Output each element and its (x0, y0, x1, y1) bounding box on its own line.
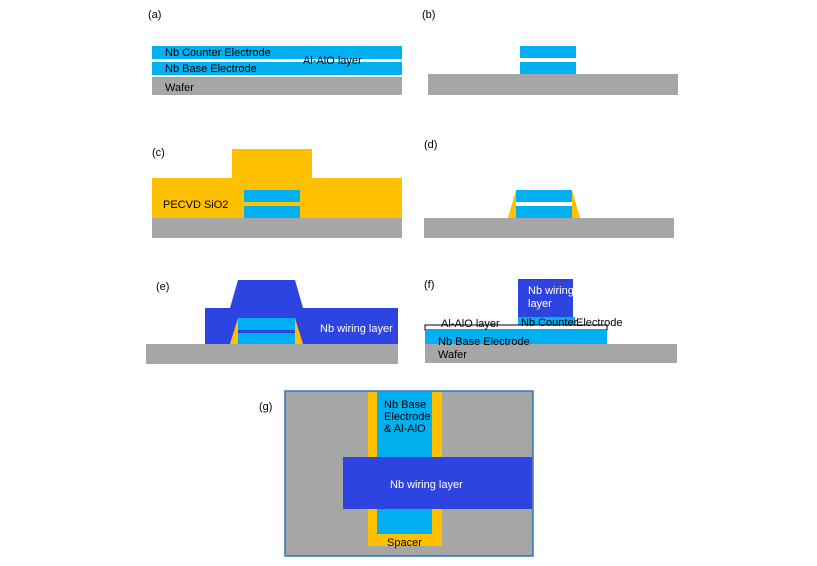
base-electrode-layer (152, 62, 402, 75)
sio2-label: PECVD SiO2 (163, 199, 228, 211)
counter-electrode-label-part2: Electrode (576, 317, 622, 329)
base-electrode-mesa (520, 62, 576, 74)
base-label-line3: & Al-AlO (384, 423, 426, 435)
counter-electrode-mesa (516, 190, 572, 202)
panel-d: (d) (424, 139, 674, 238)
wafer-layer (152, 218, 402, 238)
wafer-layer (425, 344, 677, 363)
wiring-strip (343, 457, 532, 509)
panel-f: (f) Nb wiring layer Nb Counter Electrode… (424, 279, 677, 363)
wafer-label: Wafer (165, 82, 194, 94)
base-electrode-mesa (238, 333, 295, 344)
counter-electrode-layer (152, 46, 402, 59)
panel-b: (b) (422, 9, 678, 95)
base-label-line1: Nb Base (384, 399, 426, 411)
base-label-line2: Electrode (384, 411, 430, 423)
base-electrode-label: Nb Base Electrode (438, 336, 530, 348)
counter-electrode-mesa (244, 190, 300, 202)
counter-electrode-label-part1: Nb Counter (521, 317, 578, 329)
panel-b-label: (b) (422, 9, 435, 21)
panel-d-label: (d) (424, 139, 437, 151)
wafer-layer (424, 218, 674, 238)
wafer-layer (428, 74, 678, 95)
base-electrode-mesa (516, 206, 572, 218)
base-electrode-label: Nb Base Electrode (165, 63, 257, 75)
base-electrode-layer (425, 330, 607, 344)
left-spacer (508, 190, 516, 218)
left-spacer (230, 318, 238, 344)
panel-c-label: (c) (152, 147, 165, 159)
sio2-layer (152, 149, 402, 218)
wafer-layer (146, 344, 398, 364)
oxide-layer-label: Al-AlO layer (441, 318, 500, 330)
panel-g: (g) Nb Base Electrode & Al-AlO Nb wiring… (259, 390, 534, 557)
panel-g-label: (g) (259, 401, 272, 413)
panel-e-label: (e) (156, 281, 169, 293)
counter-electrode-label: Nb Counter Electrode (165, 47, 271, 59)
panel-a-label: (a) (148, 9, 161, 21)
panel-f-label: (f) (424, 279, 434, 291)
wiring-block (518, 279, 573, 317)
counter-electrode-block (518, 317, 575, 328)
wiring-label: Nb wiring layer (390, 479, 463, 491)
panel-e: (e) Nb wiring layer (146, 280, 398, 364)
spacer-label: Spacer (387, 537, 422, 549)
wafer-layer (152, 77, 402, 95)
right-spacer (295, 318, 303, 344)
right-spacer (572, 190, 580, 218)
wiring-label-line1: Nb wiring (528, 285, 574, 297)
wafer-label: Wafer (438, 349, 467, 361)
counter-electrode-mesa (238, 318, 295, 330)
counter-electrode-mesa (520, 46, 576, 58)
wiring-label: Nb wiring layer (320, 323, 393, 335)
base-electrode-mesa (244, 206, 300, 218)
panel-a: (a) Nb Counter Electrode Al-AlO layer Nb… (148, 9, 402, 95)
oxide-layer-label: Al-AlO layer (303, 55, 362, 67)
panel-c: (c) PECVD SiO2 (152, 147, 402, 238)
wiring-label-line2: layer (528, 298, 552, 310)
